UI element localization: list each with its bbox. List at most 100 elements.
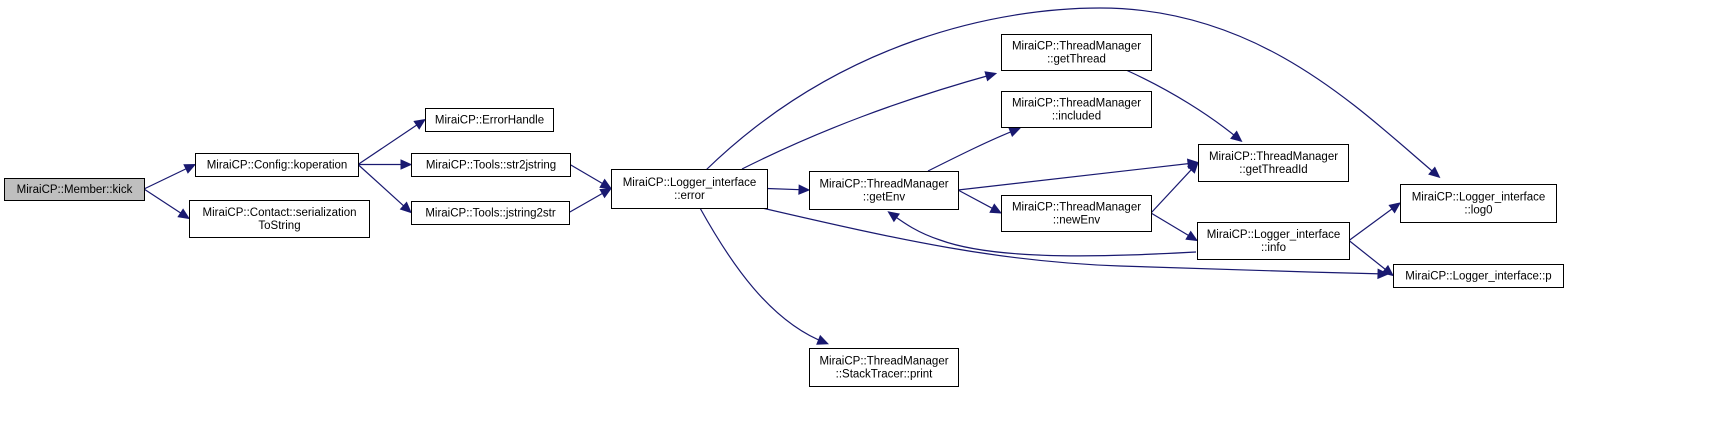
edge-line [1150,163,1198,214]
node-label: MiraiCP::ErrorHandle [435,115,544,127]
edge-arrowhead [984,71,998,82]
edge-newenv-to-info [1150,212,1199,242]
edge-line [927,128,1019,172]
edge-line [143,188,188,218]
edge-arrowhead [599,187,613,199]
edge-line [1348,240,1392,275]
node-p[interactable]: MiraiCP::Logger_interface::p [1393,264,1564,288]
node-label-cont: ToString [258,220,300,232]
node-label: MiraiCP::ThreadManager [819,179,948,191]
edge-line [357,164,410,212]
edge-arrowhead [400,159,413,170]
node-box [1001,195,1152,232]
node-label: MiraiCP::Logger_interface [1207,229,1341,241]
edge-kick-to-serialization [143,188,191,220]
node-box [1001,34,1152,71]
edge-arrowhead [183,163,197,174]
node-label: MiraiCP::Tools::jstring2str [425,208,556,220]
edge-line [957,162,1197,191]
edge-str2jstring-to-error [569,163,613,190]
edge-error-to-stackprint [699,207,829,345]
edge-line [741,73,995,170]
edge-arrowhead [1381,264,1394,277]
edge-getenv-to-newenv [957,189,1003,214]
node-label: MiraiCP::Logger_interface [623,177,757,189]
edge-error-to-getthread [741,71,998,170]
edge-error-to-log0 [705,7,1441,179]
node-getenv[interactable]: MiraiCP::ThreadManager::getEnv [809,171,959,210]
node-error[interactable]: MiraiCP::Logger_interface::error [611,169,768,209]
edge-info-to-p [1348,240,1394,277]
edge-jstring2str-to-error [568,187,613,214]
node-box [1393,264,1564,288]
node-box [1001,91,1152,128]
edge-arrowhead [177,208,191,220]
edge-line [761,207,1387,275]
edge-error-to-getenv [766,184,811,195]
edge-getthread-to-getthreadid [1125,69,1243,143]
edge-getenv-to-included [927,127,1021,172]
node-box [1197,222,1350,260]
node-box [611,169,768,209]
node-box [195,153,359,177]
node-label-cont: ::error [674,190,705,202]
node-box [1198,144,1349,182]
node-jstring2str[interactable]: MiraiCP::Tools::jstring2str [411,201,570,225]
node-koperation[interactable]: MiraiCP::Config::koperation [195,153,359,177]
edge-arrowhead [816,334,829,345]
node-getthreadid[interactable]: MiraiCP::ThreadManager::getThreadId [1198,144,1349,182]
node-label: MiraiCP::ThreadManager [1012,41,1141,53]
node-label: MiraiCP::Tools::str2jstring [426,160,556,172]
edge-line [889,212,1197,257]
edge-arrowhead [989,203,1003,214]
node-box [809,348,959,387]
edge-arrowhead [1428,166,1441,179]
edge-line [1150,212,1196,240]
node-label: MiraiCP::Config::koperation [207,160,348,172]
node-label-cont: ::getEnv [863,192,905,204]
edge-arrowhead [599,178,613,190]
node-included[interactable]: MiraiCP::ThreadManager::included [1001,91,1152,128]
edge-arrowhead [1230,130,1243,143]
node-box [4,178,145,201]
node-label: MiraiCP::ThreadManager [1012,202,1141,214]
node-label-cont: ::newEnv [1053,215,1101,227]
node-label-cont: ::info [1261,242,1286,254]
node-box [411,153,571,177]
node-box [809,171,959,210]
node-kick[interactable]: MiraiCP::Member::kick [4,178,145,201]
node-label: MiraiCP::ThreadManager [819,356,948,368]
node-label-cont: ::getThread [1047,54,1106,66]
edge-line [699,207,827,344]
node-label-cont: ::getThreadId [1239,164,1307,176]
node-stackprint[interactable]: MiraiCP::ThreadManager::StackTracer::pri… [809,348,959,387]
node-label-cont: ::included [1052,111,1101,123]
node-log0[interactable]: MiraiCP::Logger_interface::log0 [1400,184,1557,223]
edge-kick-to-koperation [143,163,197,190]
edge-arrowhead [1388,202,1401,214]
edge-arrowhead [399,201,412,214]
edge-getenv-to-getthreadid [957,158,1200,191]
node-box [1400,184,1557,223]
node-newenv[interactable]: MiraiCP::ThreadManager::newEnv [1001,195,1152,232]
node-box [411,201,570,225]
node-getthread[interactable]: MiraiCP::ThreadManager::getThread [1001,34,1152,71]
edge-line [705,7,1439,177]
node-info[interactable]: MiraiCP::Logger_interface::info [1197,222,1350,260]
node-errorhandle[interactable]: MiraiCP::ErrorHandle [425,108,554,132]
edge-line [1348,203,1399,241]
edge-arrowhead [1186,161,1199,174]
node-label: MiraiCP::Logger_interface::p [1405,271,1551,283]
edge-newenv-to-getthreadid [1150,161,1199,214]
node-label: MiraiCP::Member::kick [17,184,133,196]
edge-arrowhead [1185,230,1199,242]
node-label-cont: ::log0 [1464,205,1492,217]
nodes-layer: MiraiCP::Member::kick MiraiCP::Config::ko… [4,34,1564,387]
edge-koperation-to-jstring2str [357,164,412,214]
edge-line [1125,69,1241,141]
edge-info-to-log0 [1348,202,1401,241]
edge-info-to-getenv [887,211,1197,257]
node-str2jstring[interactable]: MiraiCP::Tools::str2jstring [411,153,571,177]
